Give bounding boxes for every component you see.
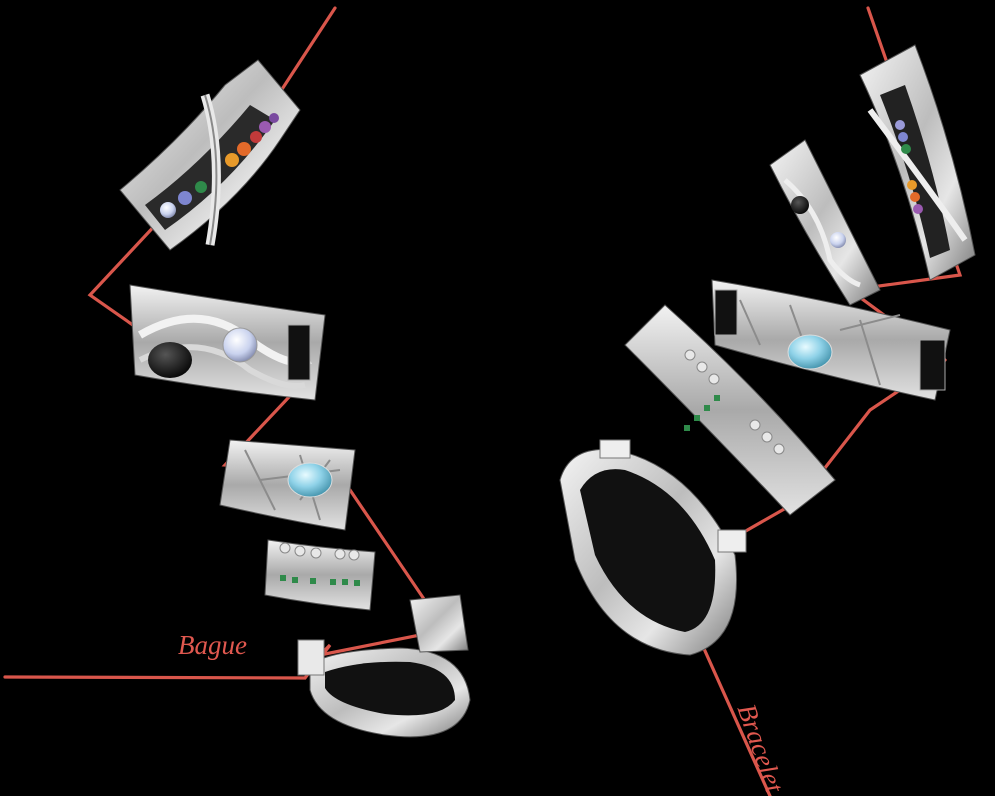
ring-segment-gem-channel [120, 60, 300, 250]
bracelet-segment-aquamarine [712, 280, 950, 400]
cords [5, 8, 960, 796]
bracelet-base-band [560, 440, 746, 655]
ring-segment-aquamarine [220, 440, 355, 530]
ring-segment-emerald [265, 540, 375, 610]
ring-label: Bague [178, 630, 247, 661]
ring-base-band [298, 595, 470, 737]
bracelet-segment-wave [770, 140, 880, 305]
ring-segment-wave [130, 285, 325, 400]
bracelet-segment-gem-channel [860, 45, 975, 280]
